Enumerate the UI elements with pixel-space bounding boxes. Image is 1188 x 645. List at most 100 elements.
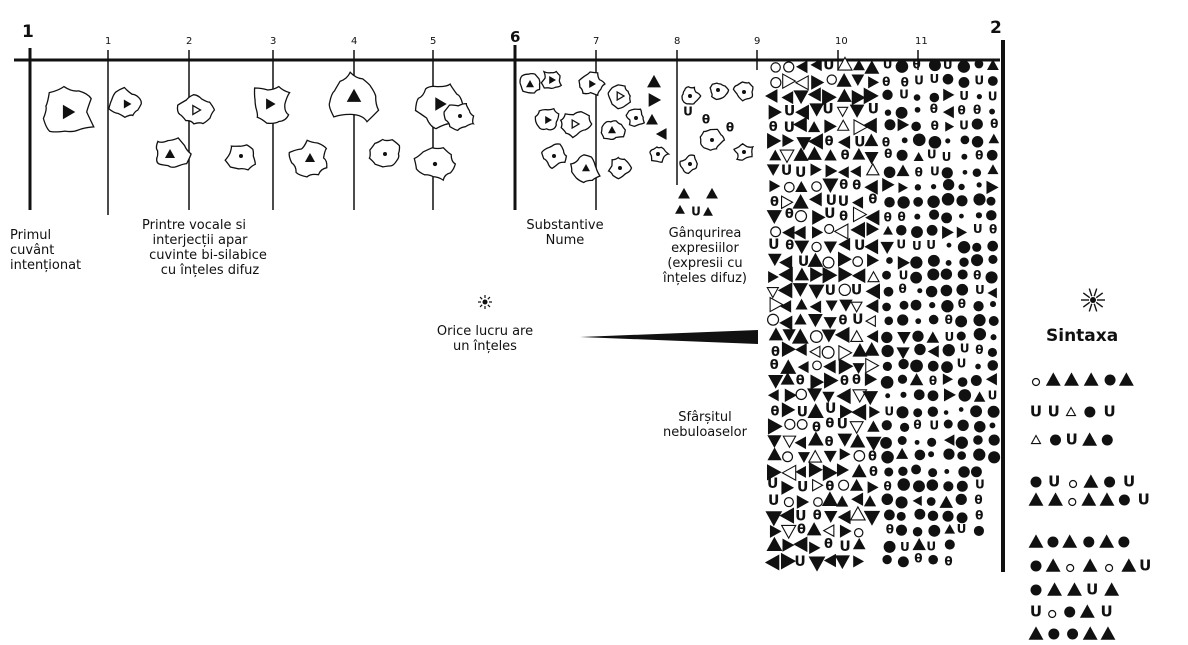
ring-symbol xyxy=(825,225,834,234)
cell-dot xyxy=(688,94,692,98)
dot-symbol xyxy=(972,118,983,129)
triangle-symbol xyxy=(795,315,805,324)
small-dot-symbol xyxy=(989,422,995,428)
syntax-dot xyxy=(1104,477,1115,488)
glyph-symbol: θ xyxy=(797,523,806,538)
dot-symbol xyxy=(971,375,982,386)
triangle-symbol xyxy=(868,331,878,342)
glyph-symbol: U xyxy=(784,120,795,136)
ring-symbol xyxy=(855,529,863,537)
meaning-pointer xyxy=(580,330,758,344)
star-ray xyxy=(1096,293,1102,298)
triangle-symbol xyxy=(823,330,836,341)
dot-symbol xyxy=(973,301,983,311)
dot-symbol xyxy=(941,300,953,312)
cell-dot xyxy=(383,152,387,156)
triangle-symbol xyxy=(809,134,822,149)
dot-symbol xyxy=(884,197,895,208)
triangle-symbol xyxy=(1047,374,1060,386)
triangle-symbol xyxy=(987,182,997,194)
triangle-symbol xyxy=(837,389,850,403)
triangle-symbol xyxy=(808,404,823,417)
triangle-symbol xyxy=(851,105,864,117)
dot-symbol xyxy=(975,60,984,69)
triangle-symbol xyxy=(1084,628,1097,640)
stage-number: 6 xyxy=(510,28,520,46)
small-dot-symbol xyxy=(990,301,996,307)
dot-symbol xyxy=(884,287,894,297)
dot-symbol xyxy=(943,481,953,491)
ring-symbol xyxy=(797,420,807,430)
triangle-symbol xyxy=(780,508,793,522)
small-dot-symbol xyxy=(914,214,920,220)
triangle-symbol xyxy=(988,60,998,69)
dot-symbol xyxy=(987,150,998,161)
glyph-symbol: θ xyxy=(840,374,849,389)
triangle-symbol xyxy=(768,165,779,175)
triangle-symbol xyxy=(770,151,780,160)
triangle-symbol xyxy=(853,197,862,207)
dot-symbol xyxy=(987,241,998,252)
dot-symbol xyxy=(912,331,923,342)
dot-symbol xyxy=(900,301,909,310)
triangle-symbol xyxy=(839,346,852,360)
triangle-symbol xyxy=(945,525,954,533)
triangle-symbol xyxy=(813,227,822,238)
glyph-symbol: θ xyxy=(974,493,982,507)
small-dot-symbol xyxy=(976,212,982,218)
dot-symbol xyxy=(943,179,954,190)
dot-symbol xyxy=(944,420,953,429)
triangle-symbol xyxy=(1065,374,1078,386)
glyph-symbol: U xyxy=(943,58,953,72)
triangle-symbol xyxy=(914,497,921,505)
dot-symbol xyxy=(882,90,892,100)
ring-symbol xyxy=(768,314,779,325)
vowels-label: Printre vocale si interjecții apar cuvin… xyxy=(108,218,288,278)
dot-symbol xyxy=(897,314,908,325)
ring-symbol xyxy=(811,331,823,343)
triangle-symbol xyxy=(1068,584,1081,596)
dot-symbol xyxy=(896,107,908,119)
syntax-title: Sintaxa xyxy=(1046,326,1118,346)
triangle-symbol xyxy=(769,419,782,433)
triangle-symbol xyxy=(783,92,793,103)
small-dot-symbol xyxy=(917,288,922,293)
dot-symbol xyxy=(956,195,967,206)
glyph-symbol: U xyxy=(974,73,984,87)
dot-symbol xyxy=(942,511,953,522)
triangle-symbol xyxy=(770,329,783,340)
triangle-symbol xyxy=(944,107,953,117)
triangle-symbol xyxy=(853,269,865,282)
dot-symbol xyxy=(989,434,1000,445)
dot-symbol xyxy=(929,315,939,325)
triangle-symbol xyxy=(782,482,793,494)
triangle-symbol xyxy=(768,436,780,447)
triangle-symbol xyxy=(881,242,893,253)
small-dot-symbol xyxy=(900,392,906,398)
star-ray xyxy=(1094,289,1096,297)
syntax-dot xyxy=(1105,375,1116,386)
triangle-symbol xyxy=(823,465,836,480)
triangle-symbol xyxy=(898,257,909,269)
dot-symbol xyxy=(928,406,938,416)
triangle-symbol xyxy=(927,333,938,343)
glyph-symbol: θ xyxy=(884,147,892,161)
triangle-symbol xyxy=(1084,560,1097,572)
glyph-symbol: U xyxy=(930,72,940,86)
dot-symbol xyxy=(973,449,985,461)
triangle-symbol xyxy=(838,107,848,116)
dot-symbol xyxy=(929,210,939,220)
dot-symbol xyxy=(881,494,893,506)
dot-symbol xyxy=(974,421,986,433)
triangle-symbol xyxy=(897,449,907,458)
triangle-symbol xyxy=(1100,536,1113,548)
dot-symbol xyxy=(895,496,907,508)
triangle-symbol xyxy=(783,227,794,239)
triangle-symbol xyxy=(648,76,660,87)
glyph-symbol: U xyxy=(988,388,998,402)
start-marker-label: 1 xyxy=(22,22,34,42)
dot-symbol xyxy=(958,61,970,73)
dot-symbol xyxy=(881,345,893,357)
small-dot-symbol xyxy=(915,184,921,190)
syntax-dot xyxy=(1050,435,1061,446)
